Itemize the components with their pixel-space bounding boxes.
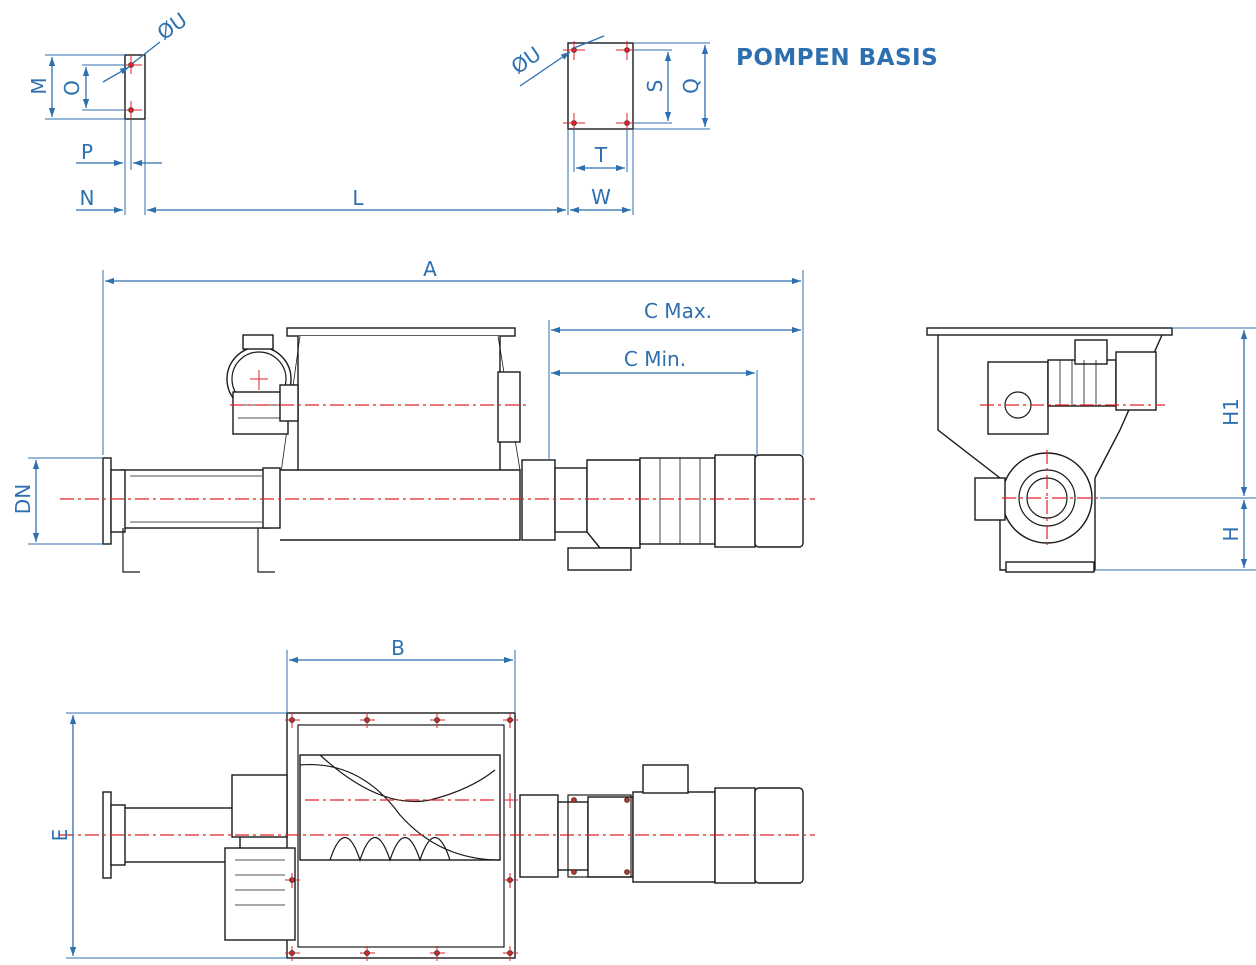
pump-side-view [28, 270, 815, 573]
dim-label-c-min: C Min. [624, 347, 686, 371]
dim-label-dn: DN [11, 484, 35, 514]
dim-label-s: S [643, 80, 667, 93]
dim-label-o: O [60, 80, 84, 96]
dim-label-t: T [594, 143, 608, 167]
dim-label-b: B [391, 636, 405, 660]
base-plate-left-view [45, 41, 566, 215]
base-plate-right-view [519, 35, 710, 215]
dimension-labels: M O ØU P N L ØU S Q T W A C Max. C Min. … [11, 8, 1243, 842]
dim-label-q: Q [679, 78, 703, 94]
dim-label-l: L [352, 186, 364, 210]
dim-label-n: N [80, 186, 95, 210]
pump-front-view [926, 327, 1256, 573]
dim-label-h: H [1219, 526, 1243, 541]
dim-label-u-left: ØU [153, 8, 192, 45]
dim-label-h1: H1 [1219, 398, 1243, 426]
dim-label-e: E [48, 829, 72, 842]
dim-label-c-max: C Max. [644, 299, 712, 323]
dim-label-w: W [591, 185, 611, 209]
page-title: POMPEN BASIS [736, 45, 939, 71]
dim-label-p: P [81, 140, 93, 164]
dim-label-m: M [27, 77, 51, 94]
pump-plan-view [60, 650, 815, 961]
dim-label-a: A [423, 257, 437, 281]
